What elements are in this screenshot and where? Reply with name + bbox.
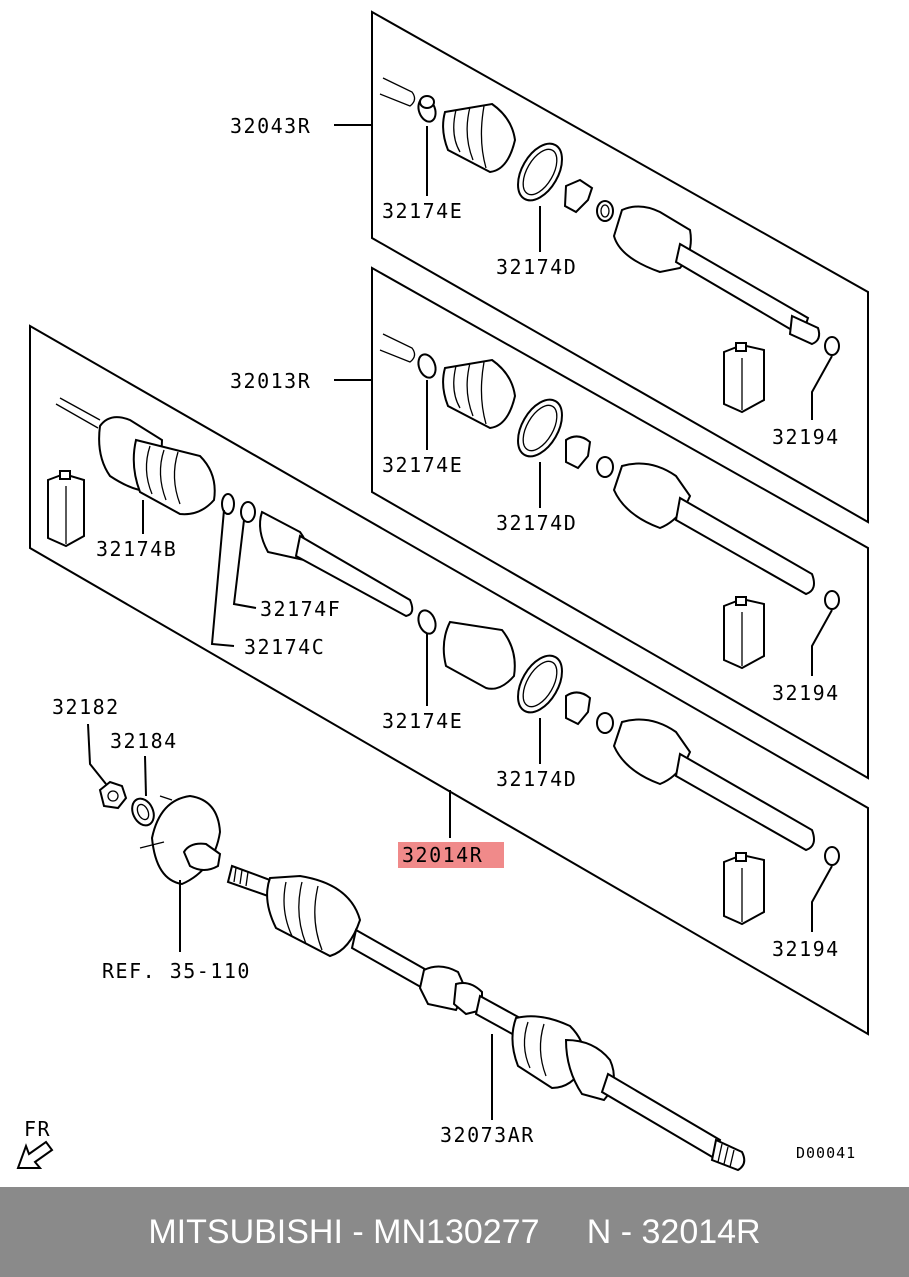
panel-lower-parts bbox=[47, 397, 840, 926]
panel-middle-parts bbox=[379, 333, 840, 670]
label-ref-35-110[interactable]: REF. 35-110 bbox=[102, 959, 251, 983]
panel-32013R bbox=[371, 266, 869, 780]
panel-top-parts bbox=[379, 77, 840, 414]
label-32174D-lower[interactable]: 32174D bbox=[496, 767, 577, 791]
footer-separator: - bbox=[342, 1212, 374, 1251]
footer-part-number: MN130277 bbox=[373, 1212, 540, 1251]
label-32014R[interactable]: 32014R bbox=[402, 843, 483, 867]
label-32182[interactable]: 32182 bbox=[52, 695, 120, 719]
exploded-parts-diagram: 32043R 32174E 32174D 32194 32013R 32174E… bbox=[16, 10, 869, 1172]
footer-separator-2: - bbox=[611, 1212, 642, 1251]
label-32073AR[interactable]: 32073AR bbox=[440, 1123, 535, 1147]
footer-gap bbox=[540, 1213, 587, 1252]
leader-lines bbox=[87, 124, 833, 1120]
label-32043R[interactable]: 32043R bbox=[230, 114, 311, 138]
label-32174E-lower[interactable]: 32174E bbox=[382, 709, 463, 733]
label-32194-lower[interactable]: 32194 bbox=[772, 937, 840, 961]
fr-label: FR bbox=[24, 1117, 51, 1141]
label-32174D-middle[interactable]: 32174D bbox=[496, 511, 577, 535]
label-32013R[interactable]: 32013R bbox=[230, 369, 311, 393]
footer-bar: MITSUBISHI - MN130277 N - 32014R bbox=[0, 1187, 909, 1277]
panel-32014R bbox=[29, 324, 869, 1036]
footer-brand: MITSUBISHI bbox=[148, 1212, 343, 1251]
highlight-32014R bbox=[398, 842, 504, 868]
label-32174F[interactable]: 32174F bbox=[260, 597, 341, 621]
label-32184[interactable]: 32184 bbox=[110, 729, 178, 753]
driveshaft-assembly bbox=[98, 780, 746, 1172]
front-arrow-icon bbox=[16, 1140, 54, 1169]
diagram-code: D00041 bbox=[796, 1144, 856, 1162]
label-32174B[interactable]: 32174B bbox=[96, 537, 177, 561]
panel-32043R bbox=[371, 10, 869, 524]
label-32174D-top[interactable]: 32174D bbox=[496, 255, 577, 279]
label-32174C[interactable]: 32174C bbox=[244, 635, 325, 659]
label-32174E-middle[interactable]: 32174E bbox=[382, 453, 463, 477]
footer-ref-number: 32014R bbox=[641, 1212, 761, 1251]
front-direction-indicator: FR bbox=[16, 1117, 54, 1169]
label-32194-top[interactable]: 32194 bbox=[772, 425, 840, 449]
label-32194-middle[interactable]: 32194 bbox=[772, 681, 840, 705]
footer-n-label: N bbox=[586, 1212, 612, 1251]
label-32174E-top[interactable]: 32174E bbox=[382, 199, 463, 223]
